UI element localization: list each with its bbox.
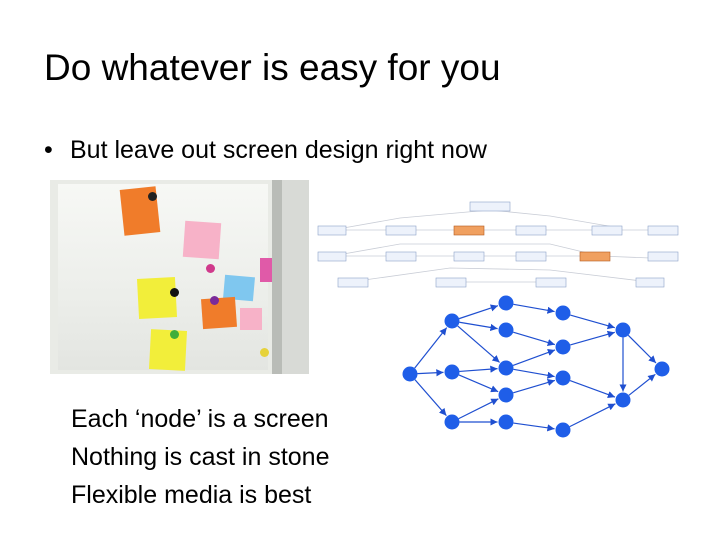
magnet [260,348,269,357]
graph-node [498,414,514,430]
graph-edge [417,369,444,377]
sticky-note [200,296,238,330]
graph-node [498,387,514,403]
slide-title: Do whatever is easy for you [44,47,501,88]
sticky-note [240,308,262,330]
graph-node [615,322,631,338]
wall [282,180,309,374]
magnet [148,192,157,201]
graph-edge [627,334,657,364]
magnet [206,264,215,273]
graph-edge [570,330,615,346]
graph-node [498,295,514,311]
note-line-2: Nothing is cast in stone [71,443,330,471]
graph-node [555,422,571,438]
graph-node [498,322,514,338]
graph-node [654,361,670,377]
graph-node [555,339,571,355]
graph-edge [513,331,556,346]
graph-edge [570,314,615,330]
graph-edge [513,422,555,432]
magnet [170,330,179,339]
node-graph [402,295,670,438]
graph-edge [414,327,448,369]
graph-edge [513,368,555,379]
graph-edge [513,379,556,394]
graph-node [615,392,631,408]
graph-edge [512,349,556,366]
graph-edge [458,398,499,420]
bullet-marker: • [44,136,53,164]
graph-node [444,414,460,430]
graph-node [444,364,460,380]
notes-list: Each ‘node’ is a screen Nothing is cast … [71,400,329,514]
graph-edge [569,403,616,428]
sticky-note [136,277,178,319]
graph-edge [459,365,498,373]
graph-node [402,366,418,382]
graph-node [555,305,571,321]
graph-edge [459,321,498,331]
graph-node [498,360,514,376]
graph-edge [458,374,499,393]
magnet [170,288,179,297]
sticky-note [260,258,272,282]
graph-node [555,370,571,386]
graph-edge [513,303,555,314]
graph-node [444,313,460,329]
magnet [210,296,219,305]
screen-flow-diagram [317,201,679,288]
note-line-1: Each ‘node’ is a screen [71,405,329,433]
sticky-note [148,329,188,371]
note-line-3: Flexible media is best [71,481,312,509]
whiteboard-frame [272,180,282,374]
graph-edge [458,304,499,320]
graph-edge [457,325,500,363]
graph-edge [569,380,616,398]
graph-edge [414,379,447,416]
bullet-text: But leave out screen design right now [70,136,487,164]
bullet-item: • But leave out screen design right now [44,133,487,167]
whiteboard-photo [50,180,309,374]
sticky-note [182,220,222,260]
graph-edge [628,373,656,396]
